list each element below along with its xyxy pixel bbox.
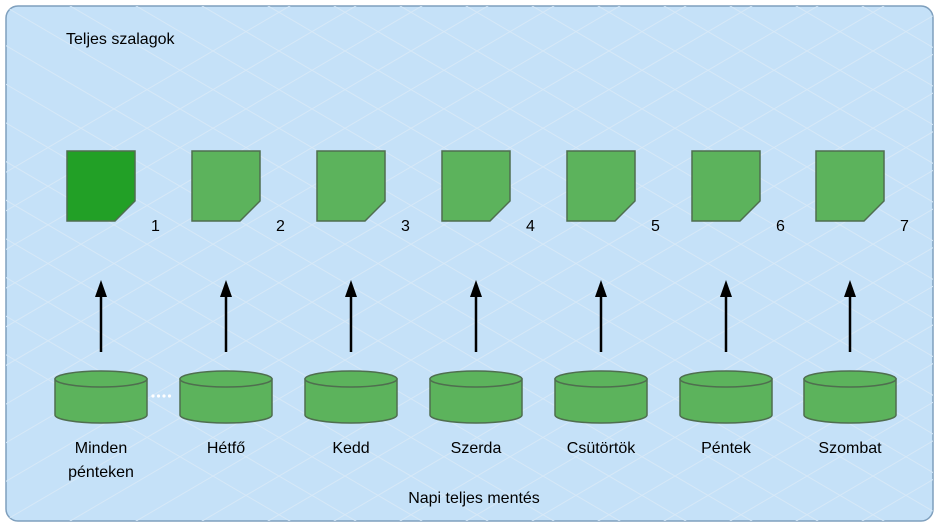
drive-label: Minden xyxy=(75,440,127,457)
tape-icon xyxy=(316,150,386,222)
tapes-row: 1 2 3 4 5 6 7 xyxy=(66,150,909,235)
drive-2: Hétfő xyxy=(179,370,273,457)
database-icon xyxy=(54,370,148,424)
tape-6: 6 xyxy=(691,150,785,235)
tape-4: 4 xyxy=(441,150,535,235)
tape-7: 7 xyxy=(815,150,909,235)
up-arrow-icon xyxy=(844,280,856,352)
up-arrow-icon xyxy=(470,280,482,352)
tape-number: 4 xyxy=(526,218,535,235)
tape-number: 3 xyxy=(401,218,410,235)
tape-icon xyxy=(441,150,511,222)
tape-icon xyxy=(691,150,761,222)
tape-number: 1 xyxy=(151,218,160,235)
drive-7: Szombat xyxy=(803,370,897,457)
tape-1: 1 xyxy=(66,150,160,235)
up-arrow-icon xyxy=(720,280,732,352)
drive-label: Péntek xyxy=(701,440,752,457)
up-arrow-icon xyxy=(95,280,107,352)
connector-dot xyxy=(167,394,172,398)
drive-label: Csütörtök xyxy=(567,440,636,457)
connector-dots xyxy=(151,394,172,398)
database-icon xyxy=(679,370,773,424)
tape-icon xyxy=(66,150,136,222)
drive-label: pénteken xyxy=(68,464,134,481)
tape-number: 6 xyxy=(776,218,785,235)
tape-icon xyxy=(566,150,636,222)
tape-2: 2 xyxy=(191,150,285,235)
up-arrow-icon xyxy=(220,280,232,352)
database-icon xyxy=(179,370,273,424)
drive-6: Péntek xyxy=(679,370,773,457)
diagram-title: Teljes szalagok xyxy=(66,31,176,48)
drive-4: Szerda xyxy=(429,370,523,457)
tape-icon xyxy=(815,150,885,222)
drive-5: Csütörtök xyxy=(554,370,648,457)
diagram-footer: Napi teljes mentés xyxy=(408,490,540,507)
drive-1: Minden pénteken xyxy=(54,370,148,481)
up-arrow-icon xyxy=(345,280,357,352)
tape-number: 2 xyxy=(276,218,285,235)
drive-label: Kedd xyxy=(332,440,369,457)
database-icon xyxy=(554,370,648,424)
connector-dot xyxy=(162,394,166,398)
arrows-row xyxy=(95,280,856,352)
tape-number: 5 xyxy=(651,218,660,235)
tape-5: 5 xyxy=(566,150,660,235)
drive-label: Szerda xyxy=(451,440,502,457)
up-arrow-icon xyxy=(595,280,607,352)
tape-number: 7 xyxy=(900,218,909,235)
drive-3: Kedd xyxy=(304,370,398,457)
database-icon xyxy=(429,370,523,424)
tape-3: 3 xyxy=(316,150,410,235)
database-icon xyxy=(803,370,897,424)
drive-label: Szombat xyxy=(818,440,882,457)
drive-label: Hétfő xyxy=(207,440,245,457)
drives-row: Minden pénteken Hétfő Kedd Szerda Csütörtök Pé… xyxy=(54,370,897,481)
connector-dot xyxy=(156,394,161,398)
tape-icon xyxy=(191,150,261,222)
connector-dot xyxy=(151,394,155,398)
database-icon xyxy=(304,370,398,424)
